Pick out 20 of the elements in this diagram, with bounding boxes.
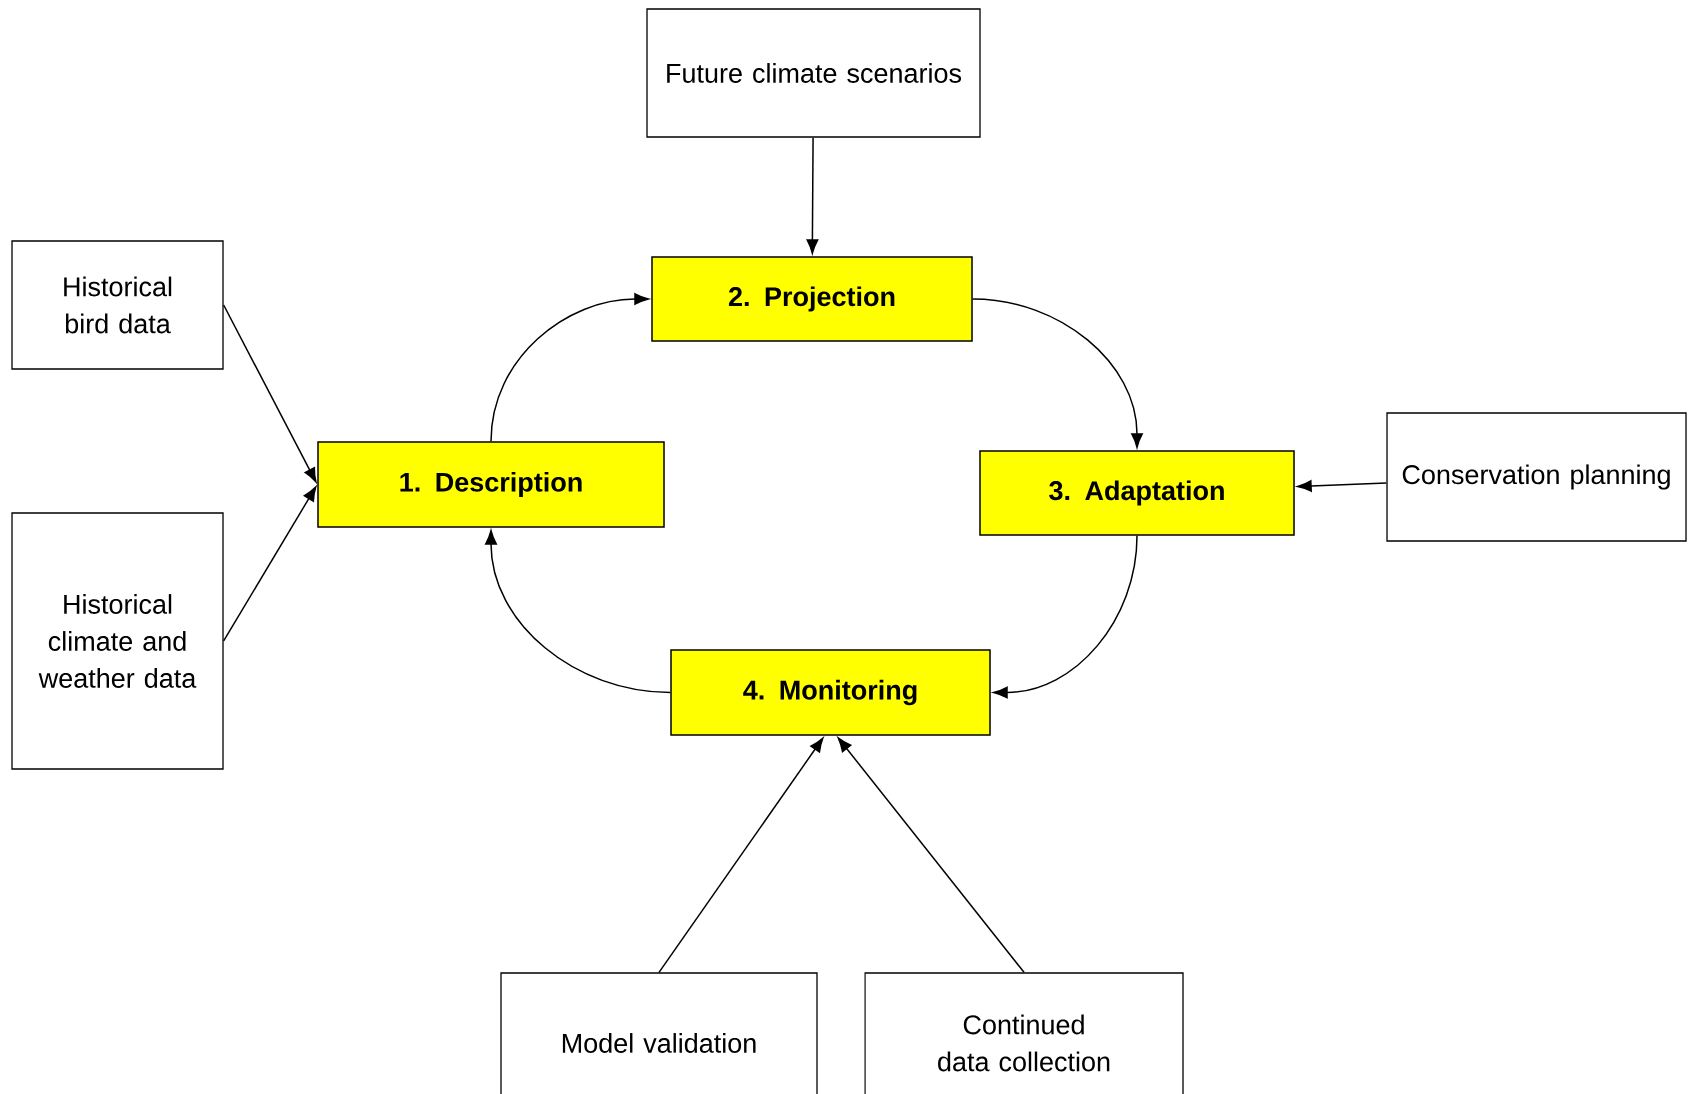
input-box: Continued data collection — [864, 972, 1184, 1094]
arrow — [993, 535, 1138, 699]
arrow — [222, 486, 317, 642]
step-box: 1. Description — [317, 441, 665, 528]
input-box: Historical bird data — [11, 240, 224, 370]
input-box: Historical climate and weather data — [11, 512, 224, 770]
arrow — [658, 737, 824, 974]
step-box: 4. Monitoring — [670, 649, 991, 736]
arrow — [837, 737, 1025, 974]
input-box: Conservation planning — [1386, 412, 1687, 542]
arrow — [490, 293, 649, 442]
step-box: 3. Adaptation — [979, 450, 1295, 536]
input-box: Model validation — [500, 972, 818, 1094]
step-box: 2. Projection — [651, 256, 973, 342]
arrow — [485, 530, 671, 694]
arrow — [222, 304, 317, 483]
arrow — [1297, 480, 1388, 492]
input-box: Future climate scenarios — [646, 8, 981, 138]
arrow — [972, 298, 1143, 448]
arrow — [806, 136, 819, 254]
